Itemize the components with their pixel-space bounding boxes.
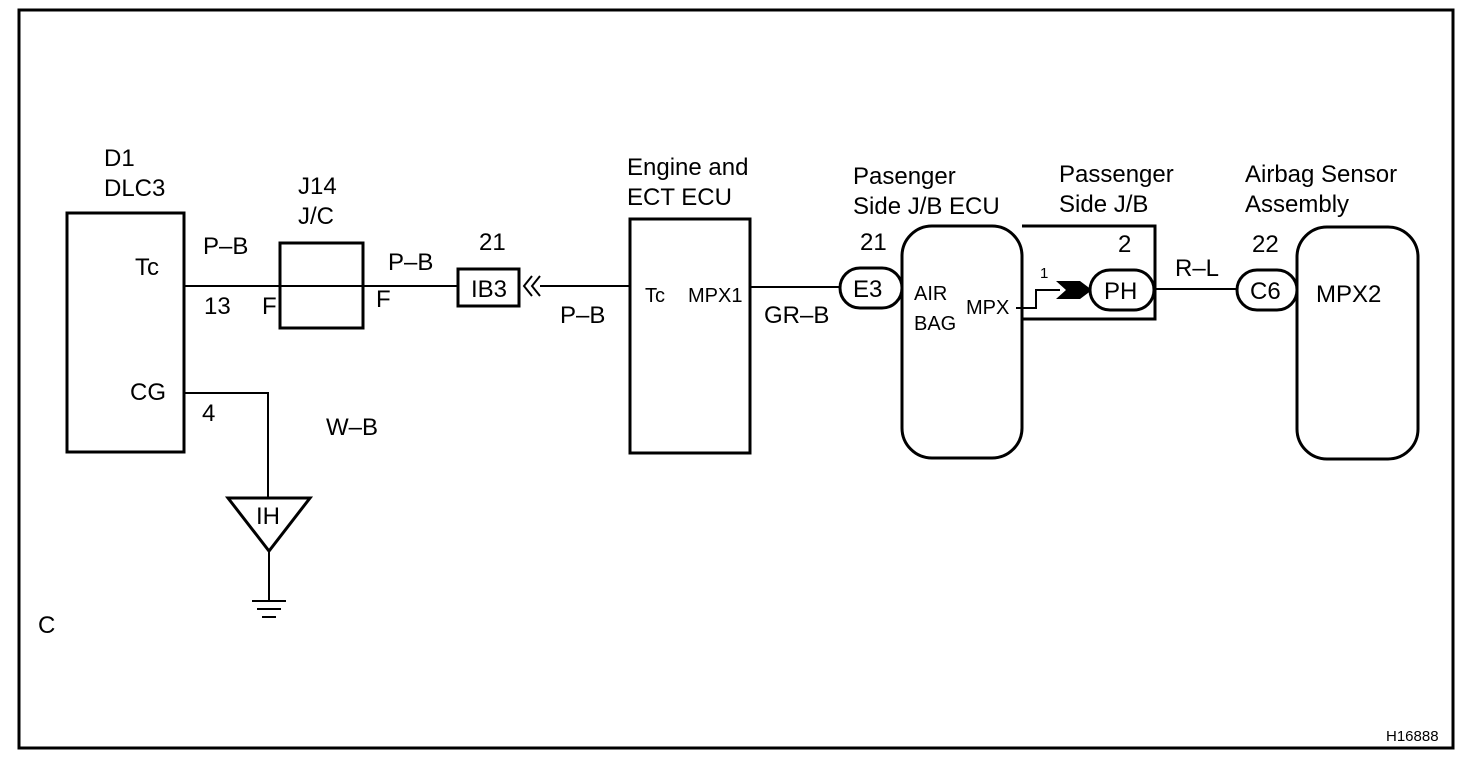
wire-mpx-to-ph	[1016, 289, 1060, 309]
corner-label: C	[38, 612, 55, 639]
pass-jb-ecu-airbag-line2: BAG	[914, 313, 956, 335]
ib3-connector	[456, 267, 521, 308]
engine-ecu-title-line2: ECT ECU	[627, 184, 732, 211]
ground-point-label: IH	[256, 503, 280, 530]
pass-jb-ecu-box	[900, 224, 1024, 460]
ib3-mating-chevrons	[522, 275, 541, 297]
c6-pin-number: 22	[1252, 231, 1279, 258]
pass-jb-ecu-pin-mpx: MPX	[966, 297, 1009, 319]
engine-ecu-pin-tc: Tc	[645, 285, 665, 307]
engine-ecu-pin-mpx1: MPX1	[688, 285, 742, 307]
dlc3-name: DLC3	[104, 175, 165, 202]
engine-ecu-title-line1: Engine and	[627, 154, 748, 181]
wire-label-wb: W–B	[326, 414, 378, 441]
wire-label-rl: R–L	[1175, 255, 1219, 282]
inline-arrow-connector	[1056, 281, 1092, 299]
dlc3-pin-tc: Tc	[135, 254, 159, 281]
dlc3-box	[65, 211, 186, 454]
airbag-sensor-title-line2: Assembly	[1245, 191, 1349, 218]
wire-label-pb-2: P–B	[388, 249, 433, 276]
pass-jb-title-line2: Side J/B	[1059, 191, 1148, 218]
airbag-sensor-pin-mpx2: MPX2	[1316, 281, 1381, 308]
dlc3-pin-cg-number: 4	[202, 400, 215, 427]
pass-jb-ecu-airbag-line1: AIR	[914, 283, 947, 305]
wire-label-pb-1: P–B	[203, 233, 248, 260]
jc-pin-left: F	[262, 293, 277, 320]
airbag-sensor-title-line1: Airbag Sensor	[1245, 161, 1397, 188]
engine-ecu-box	[628, 217, 752, 455]
ph-label: PH	[1104, 278, 1137, 305]
wire-label-grb: GR–B	[764, 302, 829, 329]
jc-code: J14	[298, 173, 337, 200]
ib3-pin-number: 21	[479, 229, 506, 256]
e3-label: E3	[853, 276, 882, 303]
pass-jb-ecu-title-line2: Side J/B ECU	[853, 193, 1000, 220]
jc-pin-right: F	[376, 286, 391, 313]
diagram-frame	[17, 8, 1455, 750]
pass-jb-inline-pin: 1	[1040, 265, 1048, 282]
dlc3-pin-cg: CG	[130, 379, 166, 406]
wire-label-pb-3: P–B	[560, 302, 605, 329]
e3-pin-number: 21	[860, 229, 887, 256]
jc-name: J/C	[298, 203, 334, 230]
pass-jb-ecu-title-line1: Pasenger	[853, 163, 956, 190]
pass-jb-enclosure	[1022, 224, 1157, 321]
dlc3-code: D1	[104, 145, 135, 172]
pass-jb-pin-number: 2	[1118, 231, 1131, 258]
ground-point-triangle	[224, 496, 314, 554]
figure-id: H16888	[1386, 728, 1439, 745]
ib3-label: IB3	[471, 276, 507, 303]
pass-jb-title-line1: Passenger	[1059, 161, 1174, 188]
dlc3-pin-tc-number: 13	[204, 293, 231, 320]
ground-icon	[252, 600, 286, 618]
airbag-sensor-box	[1295, 225, 1420, 461]
wire-wb-to-ground	[184, 392, 269, 498]
c6-label: C6	[1250, 278, 1281, 305]
